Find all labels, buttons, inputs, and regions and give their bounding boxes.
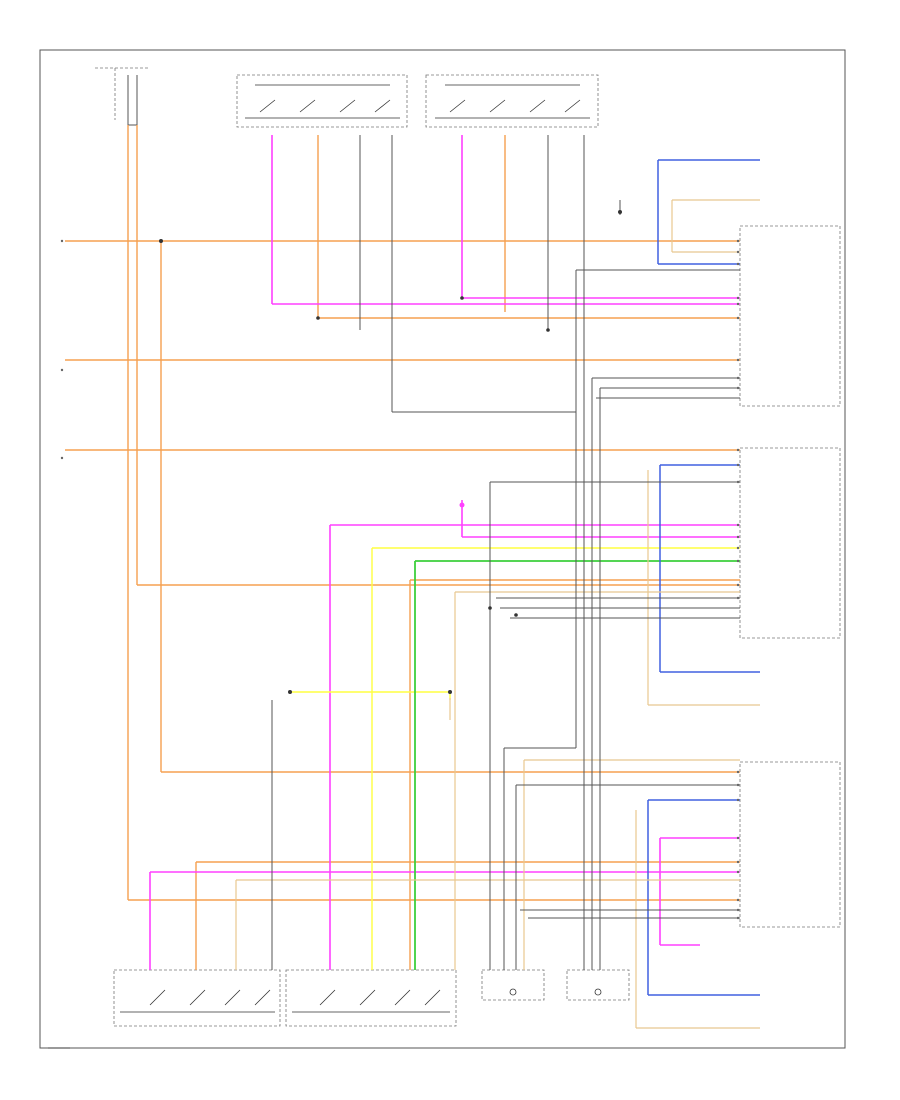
orange-wires (65, 125, 740, 970)
tan-wires (235, 199, 760, 1029)
seat-motor-right (566, 969, 630, 1001)
blue-wires (647, 159, 760, 996)
fuse-block (95, 67, 150, 126)
gray-wires (271, 135, 740, 970)
rear-seat-switch-right (285, 969, 457, 1027)
connector-pins (736, 239, 740, 920)
green-wires (414, 560, 740, 970)
yellow-wires (290, 547, 740, 970)
rear-seat-switch-left (113, 969, 281, 1027)
front-seat-switch-left (236, 74, 408, 128)
page-reference-markers (60, 239, 64, 460)
diagram-frame (39, 49, 846, 1049)
rear-right-seat-module (739, 761, 841, 928)
seat-motor-left (481, 969, 545, 1001)
front-seat-switch-right (425, 74, 599, 128)
magenta-wires (149, 135, 740, 970)
splice-points (159, 210, 622, 694)
rear-left-seat-module (739, 447, 841, 639)
front-seat-module (739, 225, 841, 407)
